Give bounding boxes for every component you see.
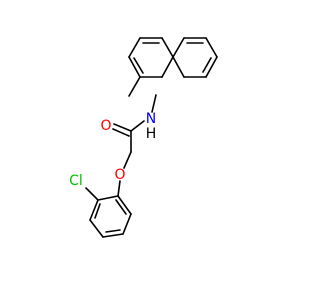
bond (161, 56, 174, 78)
amide-hydrogen-label: H (146, 126, 157, 142)
bond (89, 199, 99, 221)
bond (172, 37, 185, 58)
bond (128, 37, 141, 58)
ether-o-ring-bond (117, 180, 121, 197)
amide-group (112, 94, 157, 197)
bond (205, 37, 218, 58)
bond (117, 195, 132, 215)
molecule-structure-diagram: O N H O Cl (69, 37, 218, 238)
bond (89, 219, 104, 238)
bond (128, 56, 141, 78)
bond (202, 57, 212, 73)
bond (94, 203, 101, 219)
cl-bond (85, 187, 99, 201)
carbonyl-c-o-double-bond (112, 128, 130, 137)
amide-nitrogen-label: N (146, 111, 156, 127)
bond (205, 56, 218, 78)
carbonyl-c-o-bond (113, 123, 132, 132)
bond (105, 229, 121, 233)
bond (161, 37, 174, 58)
bond (102, 233, 124, 238)
chlorine-label: Cl (69, 173, 83, 189)
n-to-carbonyl-bond (130, 120, 145, 132)
carbonyl-oxygen-label: O (100, 118, 111, 134)
chlorophenyl-ring (85, 187, 132, 238)
n-to-ring-bond (151, 94, 157, 113)
bond (128, 76, 141, 97)
bond (133, 57, 144, 74)
naphthalene-ring-system (128, 37, 218, 78)
bond (122, 213, 132, 235)
ch2-ether-o-bond (123, 151, 132, 169)
ether-oxygen-label: O (114, 167, 125, 183)
bond (97, 195, 119, 201)
bond (172, 56, 185, 78)
naphthyl-attachment (128, 76, 141, 97)
bond (115, 199, 127, 215)
